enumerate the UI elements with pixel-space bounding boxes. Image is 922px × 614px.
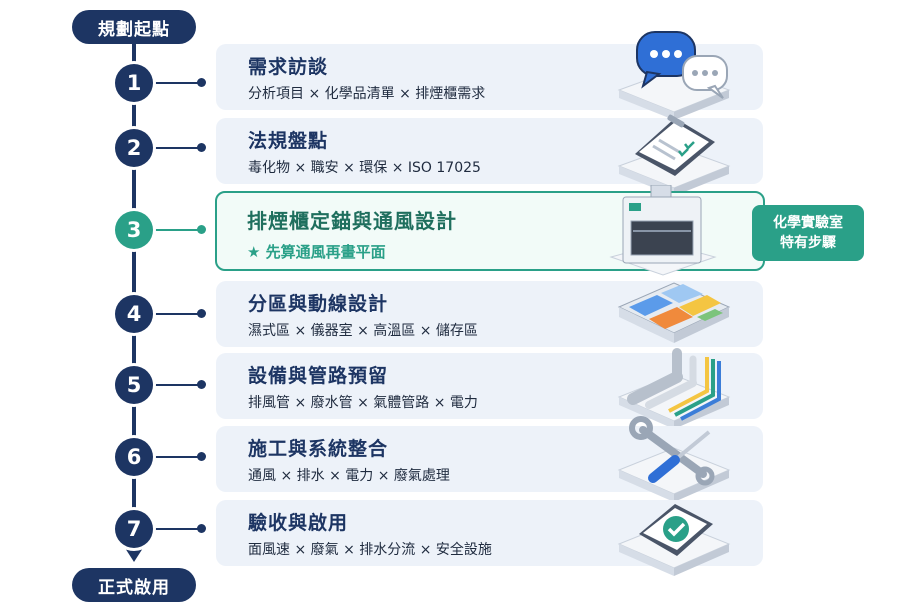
step-3-card: 排煙櫃定錨與通風設計 ★ 先算通風再畫平面 <box>215 185 765 276</box>
step-1-number: 1 <box>115 64 153 102</box>
step-7-subtitle: 面風速 × 廢氣 × 排水分流 × 安全設施 <box>248 542 492 558</box>
step-2-dot <box>197 143 206 152</box>
step-6-number: 6 <box>115 438 153 476</box>
timeline-arrow-icon <box>125 548 143 562</box>
step-4-connector <box>153 313 201 315</box>
step-4-card: 分區與動線設計 濕式區 × 儀器室 × 高溫區 × 儲存區 <box>216 281 763 347</box>
step-1-connector <box>153 82 201 84</box>
step-3-subtitle: ★ 先算通風再畫平面 <box>247 243 386 261</box>
step-2-number: 2 <box>115 129 153 167</box>
special-step-tag: 化學實驗室 特有步驟 <box>752 205 864 261</box>
fume-hood-icon <box>609 185 717 276</box>
step-3-title: 排煙櫃定錨與通風設計 <box>247 209 457 233</box>
step-1-card: 需求訪談 分析項目 × 化學品清單 × 排煙櫃需求 <box>216 31 763 120</box>
step-2-title: 法規盤點 <box>248 130 329 152</box>
step-3-number: 3 <box>115 211 153 249</box>
chat-bubbles-icon <box>617 31 731 120</box>
special-tag-line2: 特有步驟 <box>780 235 836 251</box>
step-6-subtitle: 通風 × 排水 × 電力 × 廢氣處理 <box>248 468 450 484</box>
step-5-subtitle: 排風管 × 廢水管 × 氣體管路 × 電力 <box>248 395 478 411</box>
pipes-icon <box>617 348 731 429</box>
step-6-dot <box>197 452 206 461</box>
step-6-title: 施工與系統整合 <box>248 438 389 460</box>
step-1-dot <box>197 78 206 87</box>
start-pill: 規劃起點 <box>72 10 196 44</box>
end-pill: 正式啟用 <box>72 568 196 602</box>
special-tag-line1: 化學實驗室 <box>773 215 843 231</box>
step-7-dot <box>197 524 206 533</box>
step-4-title: 分區與動線設計 <box>248 293 389 315</box>
step-5-dot <box>197 380 206 389</box>
step-1-title: 需求訪談 <box>248 56 329 78</box>
step-4-subtitle: 濕式區 × 儀器室 × 高溫區 × 儲存區 <box>248 323 478 339</box>
zoned-floorplan-icon <box>617 282 731 343</box>
step-2-subtitle: 毒化物 × 職安 × 環保 × ISO 17025 <box>248 160 481 176</box>
step-7-title: 驗收與啟用 <box>248 512 349 534</box>
step-5-card: 設備與管路預留 排風管 × 廢水管 × 氣體管路 × 電力 <box>216 348 763 429</box>
step-4-number: 4 <box>115 295 153 333</box>
step-6-connector <box>153 456 201 458</box>
step-5-title: 設備與管路預留 <box>248 365 389 387</box>
step-5-number: 5 <box>115 366 153 404</box>
step-3-connector <box>153 229 201 231</box>
step-5-connector <box>153 384 201 386</box>
step-7-card: 驗收與啟用 面風速 × 廢氣 × 排水分流 × 安全設施 <box>216 500 763 576</box>
step-7-number: 7 <box>115 510 153 548</box>
step-2-card: 法規盤點 毒化物 × 職安 × 環保 × ISO 17025 <box>216 114 763 196</box>
step-1-subtitle: 分析項目 × 化學品清單 × 排煙櫃需求 <box>248 86 486 102</box>
step-4-dot <box>197 309 206 318</box>
step-6-card: 施工與系統整合 通風 × 排水 × 電力 × 廢氣處理 <box>216 416 763 502</box>
checkmark-clipboard-icon <box>617 504 731 576</box>
step-7-connector <box>153 528 201 530</box>
clipboard-checklist-icon <box>617 114 731 196</box>
step-2-connector <box>153 147 201 149</box>
step-3-dot <box>197 225 206 234</box>
wrench-screwdriver-icon <box>617 416 731 502</box>
